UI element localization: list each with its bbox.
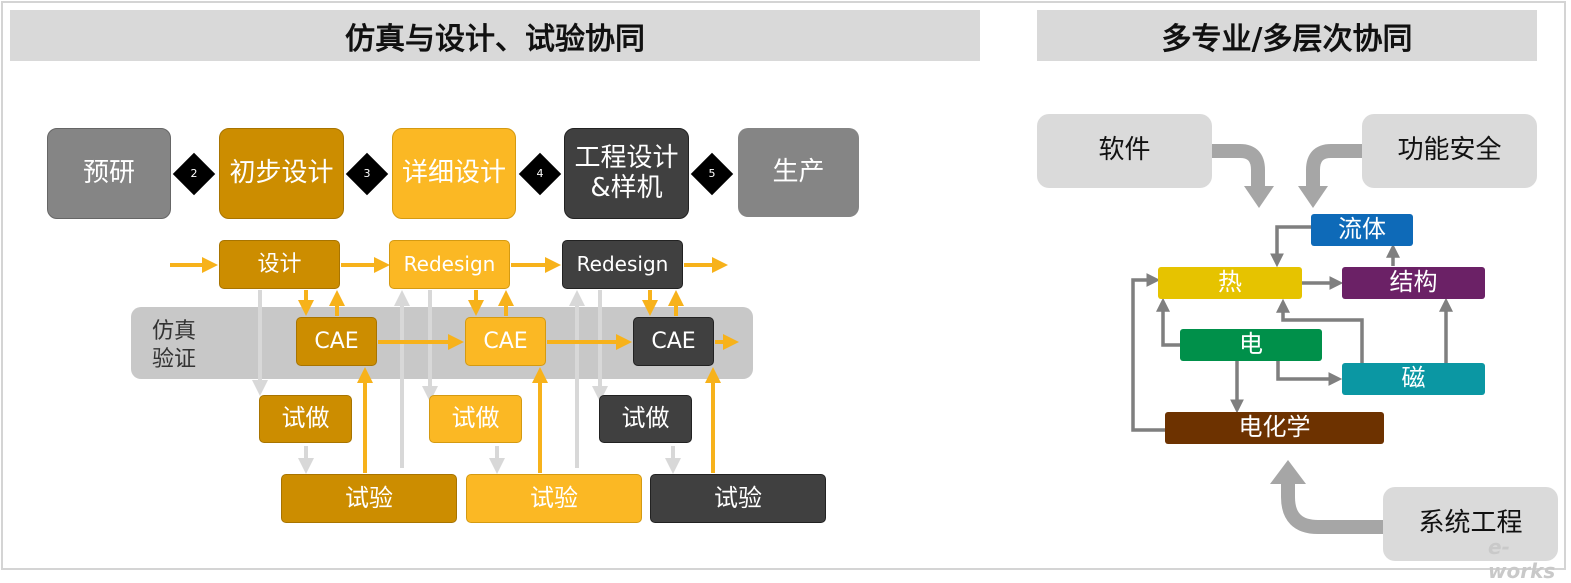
redesign-box-1: Redesign [389, 240, 510, 289]
software-arrow-head [1244, 186, 1274, 208]
phase-production: 生产 [738, 128, 859, 217]
test-box-1: 试验 [281, 474, 457, 523]
left-header: 仿真与设计、试验协同 [10, 10, 980, 61]
thermal-box: 热 [1158, 267, 1302, 299]
magnetic-box: 磁 [1342, 363, 1485, 395]
fluid-to-thermal-arrow [1270, 225, 1311, 268]
system-engineering-box: 系统工程 [1383, 487, 1558, 561]
safety-arrow-head [1298, 186, 1328, 208]
right-header: 多专业/多层次协同 [1037, 10, 1537, 61]
phase-preresearch: 预研 [47, 128, 171, 219]
milestone-number-4: 4 [536, 167, 544, 180]
redesign-box-2: Redesign [562, 240, 683, 289]
cae-box-2: CAE [465, 317, 546, 366]
simulation-label: 仿真 验证 [152, 318, 196, 373]
functional-safety-box: 功能安全 [1362, 114, 1537, 188]
syseng-arrow-head [1270, 460, 1306, 484]
watermark-logo: e-works [1488, 535, 1556, 583]
milestone-number-3: 3 [363, 167, 371, 180]
phase-engineering-line2: &样机 [590, 172, 663, 203]
prototype-box-1: 试做 [259, 395, 352, 443]
magnetic-to-thermal-arrow [1276, 298, 1364, 363]
structure-box: 结构 [1342, 267, 1485, 299]
electrochem-to-thermal-arrow [1131, 273, 1165, 432]
syseng-curve-arrow [1281, 480, 1383, 534]
simulation-label-line1: 仿真 [152, 319, 197, 344]
cae-box-3: CAE [633, 317, 714, 366]
software-curve-arrow [1212, 144, 1265, 188]
phase-preliminary-design: 初步设计 [219, 128, 344, 219]
milestone-number-2: 2 [190, 167, 198, 180]
fluid-box: 流体 [1311, 214, 1413, 246]
cae-box-1: CAE [296, 317, 377, 366]
phase-engineering-prototype: 工程设计 &样机 [564, 128, 689, 219]
design-box: 设计 [219, 240, 340, 289]
phase-engineering-line1: 工程设计 [574, 142, 679, 173]
test-box-3: 试验 [650, 474, 826, 523]
phase-detailed-design: 详细设计 [392, 128, 516, 219]
test-box-2: 试验 [466, 474, 642, 523]
electric-to-magnetic-arrow [1276, 361, 1343, 386]
outer-frame [1, 1, 1566, 570]
software-box: 软件 [1037, 114, 1212, 188]
electrochemistry-box: 电化学 [1165, 412, 1384, 444]
prototype-box-3: 试做 [599, 395, 692, 443]
milestone-number-5: 5 [708, 167, 716, 180]
prototype-box-2: 试做 [429, 395, 522, 443]
simulation-label-line2: 验证 [152, 346, 197, 372]
safety-curve-arrow [1306, 144, 1362, 188]
electric-box: 电 [1180, 329, 1322, 361]
electric-to-thermal-arrow [1156, 297, 1180, 347]
